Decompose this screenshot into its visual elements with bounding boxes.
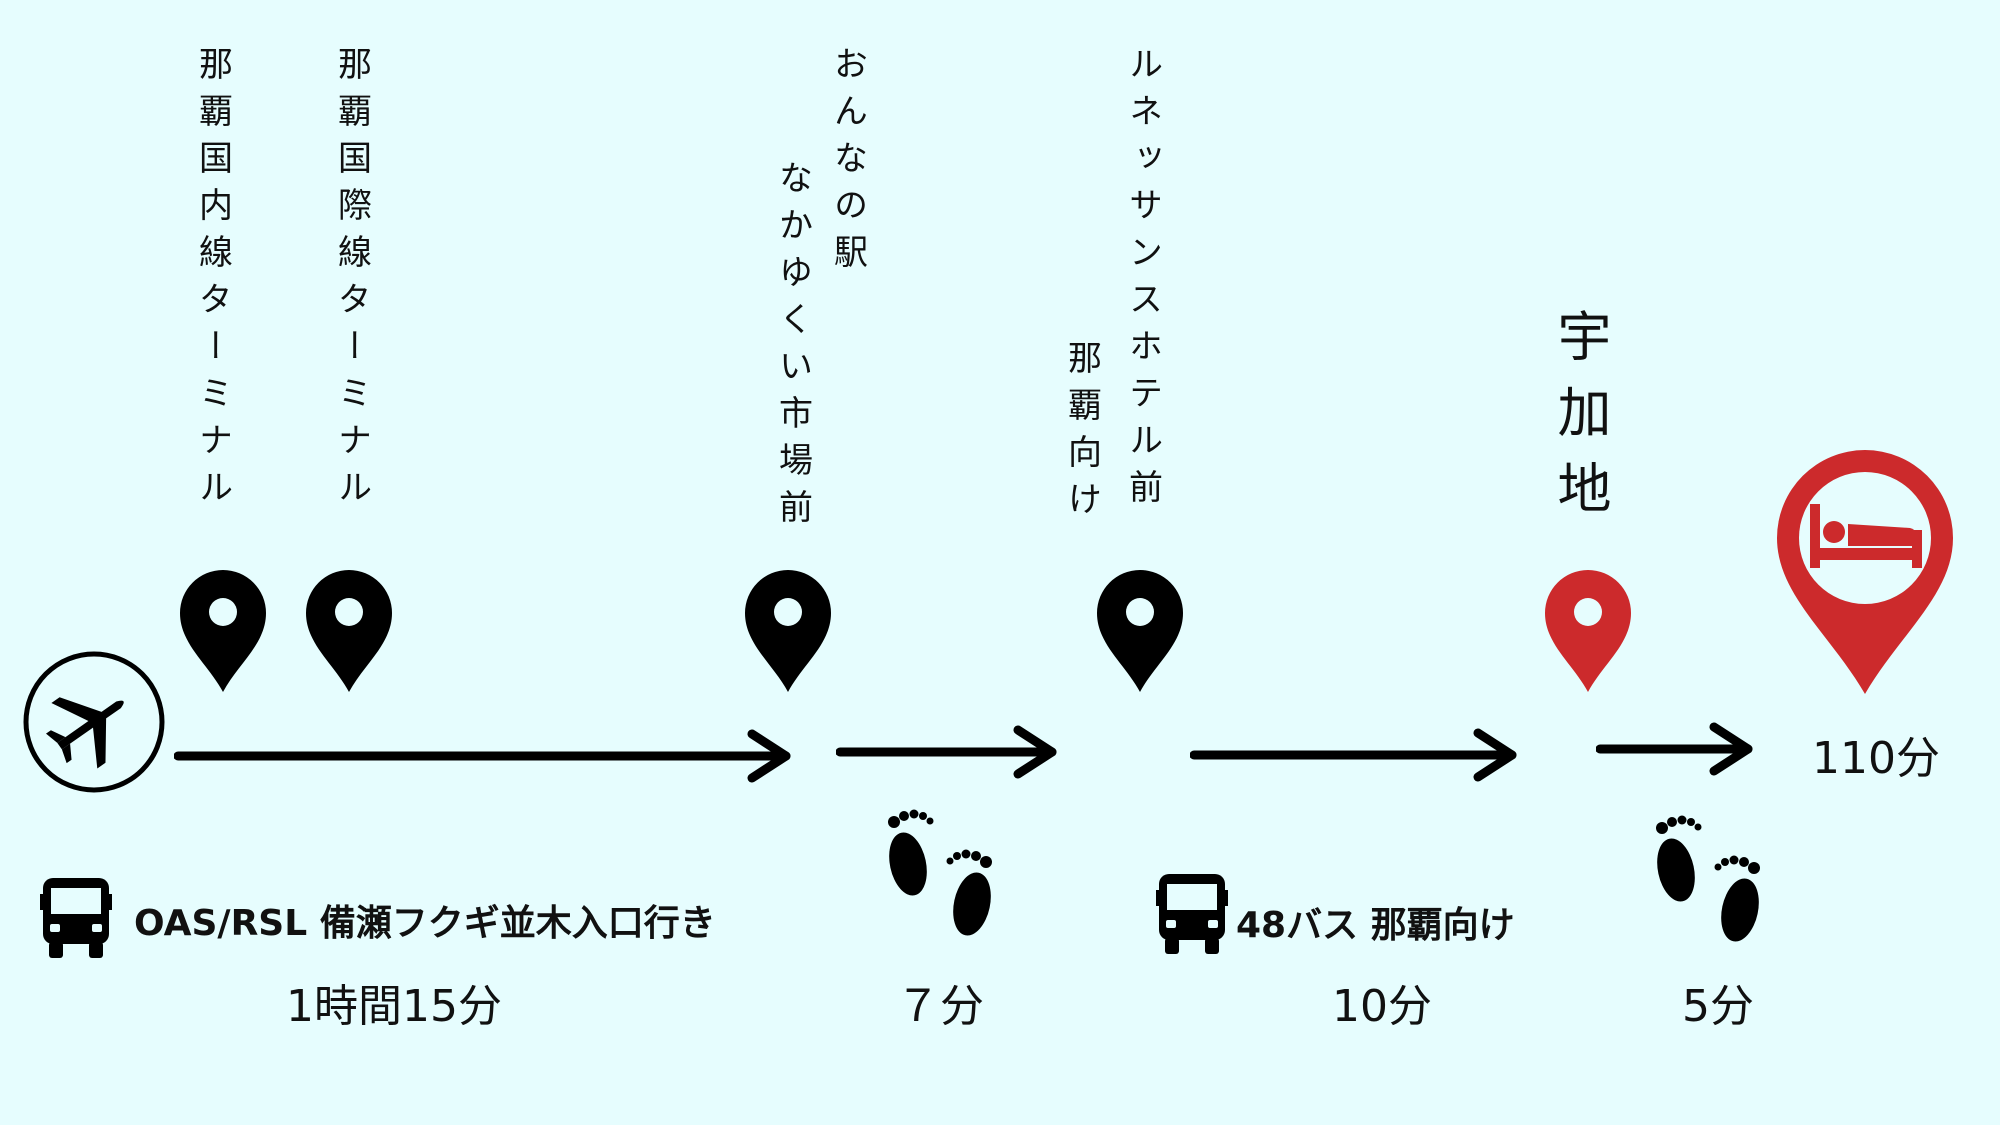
leg-4-duration: 5分: [1682, 981, 1754, 1032]
total-duration: 110分: [1812, 733, 1940, 784]
stop-name-onna-station-line2: なかゆくい市場前: [772, 160, 813, 536]
footprints-icon: [872, 800, 1008, 950]
footprints-icon: [1640, 806, 1776, 956]
stop-name-domestic-terminal: 那覇国内線ターミナル: [192, 46, 233, 516]
bed-icon: [1810, 504, 1922, 568]
leg-3-bus-route: 48バス 那覇向け: [1236, 905, 1515, 946]
bus-icon: [40, 878, 112, 960]
leg-2-duration: ７分: [896, 981, 984, 1032]
arrow-leg-4: [1596, 721, 1758, 777]
stop-name-international-terminal: 那覇国際線ターミナル: [331, 46, 372, 516]
map-pin-red-icon: [1543, 568, 1633, 694]
leg-1-duration: 1時間15分: [286, 981, 502, 1032]
arrow-leg-2: [836, 724, 1062, 780]
map-pin-icon: [178, 568, 268, 694]
map-pin-icon: [304, 568, 394, 694]
arrow-leg-3: [1190, 727, 1522, 783]
leg-1-bus-route: OAS/RSL 備瀬フクギ並木入口行き: [134, 903, 716, 944]
stop-name-renaissance-hotel-line2: 那覇向け: [1061, 340, 1102, 528]
airplane-icon: [22, 650, 166, 794]
bus-icon: [1156, 874, 1228, 956]
arrow-leg-1: [174, 728, 796, 784]
stop-name-renaissance-hotel-line1: ルネッサンスホテル前: [1122, 46, 1163, 516]
map-pin-icon: [743, 568, 833, 694]
hotel-pin-icon: [1770, 444, 1960, 700]
leg-3-duration: 10分: [1332, 981, 1432, 1032]
map-pin-icon: [1095, 568, 1185, 694]
stop-name-ukaji: 宇加地: [1548, 308, 1611, 536]
stop-name-onna-station-line1: おんなの駅: [827, 46, 868, 281]
